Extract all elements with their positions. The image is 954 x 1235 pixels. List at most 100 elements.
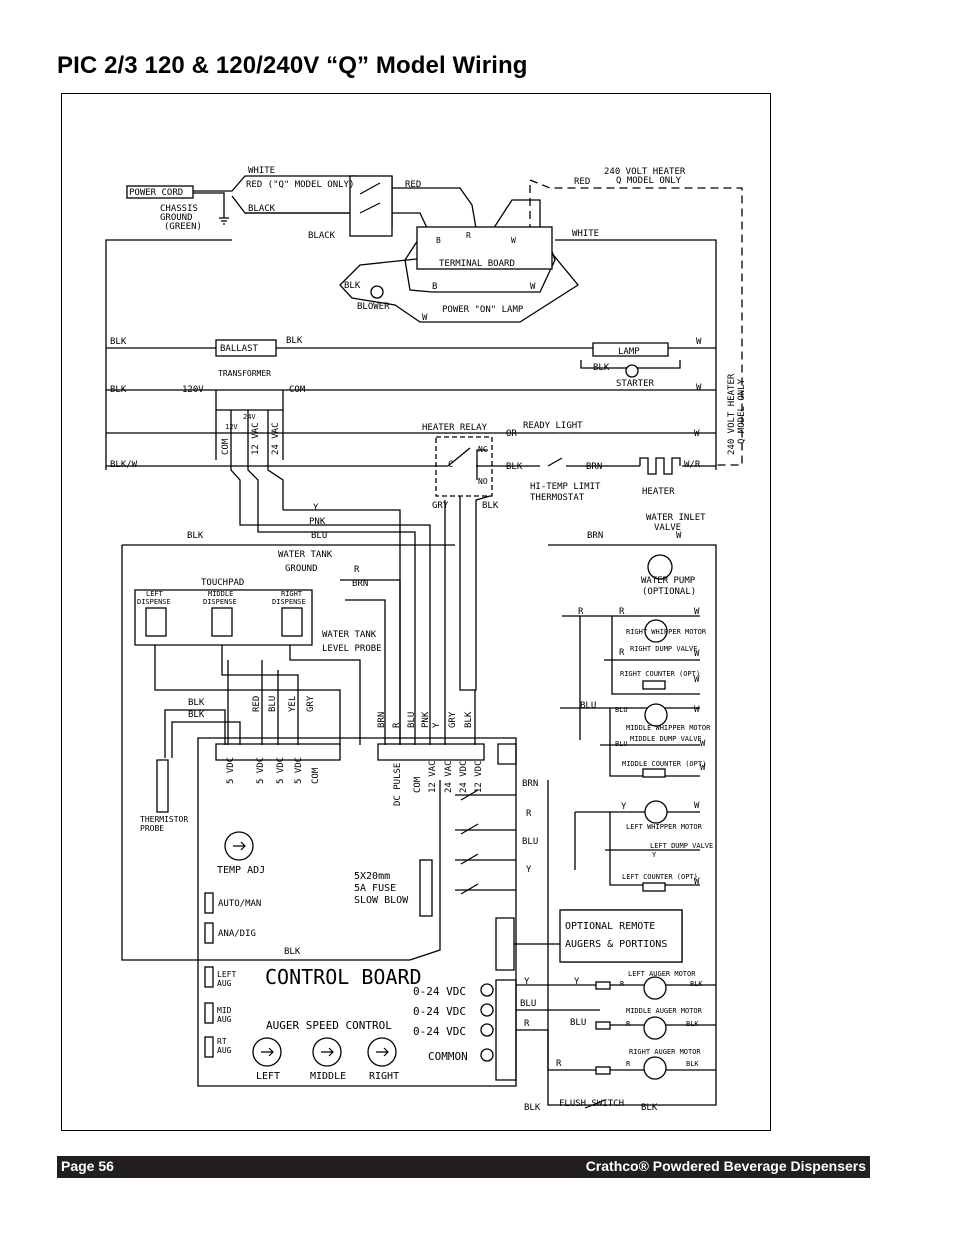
blk-label-12: BLK — [690, 980, 703, 988]
w-label-12: W — [700, 763, 706, 773]
blk-label-3: BLK — [286, 336, 303, 346]
thermistor-label-2: PROBE — [140, 824, 164, 833]
fuse-label-3: SLOW BLOW — [354, 895, 409, 906]
blu-label-4: BLU — [615, 740, 628, 748]
5vdc-label-4: 5 VDC — [294, 757, 304, 784]
control-board-label: CONTROL BOARD — [265, 965, 422, 989]
blk-vertical-label: BLK — [464, 711, 474, 728]
blk-label: BLK — [344, 281, 361, 291]
touchpad-label: TOUCHPAD — [201, 578, 244, 588]
24vac-label: 24 VAC — [271, 422, 281, 455]
com-label: COM — [289, 385, 306, 395]
w-label-2: W — [530, 282, 536, 292]
r-label-7: R — [626, 1020, 631, 1028]
black-wire-label-2: BLACK — [308, 231, 336, 241]
terminal-r-label: R — [466, 231, 471, 240]
flush-switch-label: FLUSH SWITCH — [559, 1099, 624, 1109]
hi-temp-label-1: HI-TEMP LIMIT — [530, 482, 601, 492]
ana-dig-label: ANA/DIG — [218, 929, 256, 939]
right-dump-label: RIGHT DUMP VALVE — [630, 645, 697, 653]
blu-label-7: BLU — [570, 1018, 586, 1028]
120v-label: 120V — [182, 385, 204, 395]
middle-auger-motor-label: MIDDLE AUGER MOTOR — [626, 1007, 703, 1015]
heater-240-label-2: Q MODEL ONLY — [616, 176, 682, 186]
12vdc-vertical-label: 12 VDC — [474, 760, 484, 793]
yel-vertical-label: YEL — [288, 696, 298, 712]
blk-label-5: BLK — [110, 385, 127, 395]
blu-label-2: BLU — [580, 701, 596, 711]
common-label: COMMON — [428, 1050, 468, 1063]
blu-vertical-label-2: BLU — [407, 712, 417, 728]
blu-label-5: BLU — [522, 837, 538, 847]
y-vertical-label: Y — [432, 722, 442, 728]
left-whipper-label: LEFT WHIPPER MOTOR — [626, 823, 703, 831]
water-pump-label-2: (OPTIONAL) — [642, 587, 696, 597]
blu-label: BLU — [311, 531, 327, 541]
mid-aug-label-2: AUG — [217, 1015, 232, 1024]
pnk-label: PNK — [309, 517, 326, 527]
power-cord-label: POWER CORD — [129, 188, 183, 198]
w-label-11: W — [700, 739, 706, 749]
middle-dispense-2: DISPENSE — [203, 598, 237, 606]
w-label-10: W — [694, 705, 700, 715]
left-dump-label: LEFT DUMP VALVE — [650, 842, 713, 850]
right-whipper-label: RIGHT WHIPPER MOTOR — [626, 628, 707, 636]
terminal-b-label: B — [436, 236, 441, 245]
auger-speed-control-label: AUGER SPEED CONTROL — [266, 1019, 392, 1032]
brn-label: BRN — [586, 462, 602, 472]
blk-label-9: BLK — [188, 698, 205, 708]
brn-label-3: BRN — [352, 579, 368, 589]
middle-counter-label: MIDDLE COUNTER (OPT) — [622, 760, 706, 768]
blk-label-14: BLK — [686, 1060, 699, 1068]
middle-label: MIDDLE — [310, 1071, 346, 1082]
rt-aug-label-1: RT — [217, 1037, 227, 1046]
middle-dispense-1: MIDDLE — [208, 590, 233, 598]
y-label-2: Y — [526, 865, 532, 875]
w-label-14: W — [694, 877, 700, 887]
water-tank-probe-1: WATER TANK — [322, 630, 377, 640]
y-label-5: Y — [524, 977, 530, 987]
mid-aug-label-1: MID — [217, 1006, 232, 1015]
heater-240-label-1: 240 VOLT HEATER — [604, 167, 686, 177]
or-label: OR — [506, 429, 517, 439]
blk-label-11: BLK — [284, 947, 301, 957]
heater-240-vertical-2: Q MODEL ONLY — [737, 378, 747, 444]
water-pump-label-1: WATER PUMP — [641, 576, 696, 586]
blu-vertical-label: BLU — [268, 696, 278, 712]
com-vertical-label: COM — [311, 767, 321, 784]
diagram-frame — [61, 93, 771, 1131]
chassis-ground-label-2: GROUND — [160, 213, 193, 223]
blu-label-6: BLU — [520, 999, 536, 1009]
brand-footer: Crathco® Powdered Beverage Dispensers — [585, 1158, 866, 1174]
brn-vertical-label: BRN — [377, 712, 387, 728]
right-dispense-2: DISPENSE — [272, 598, 306, 606]
12v-label: 12V — [225, 423, 238, 431]
middle-whipper-label: MIDDLE WHIPPER MOTOR — [626, 724, 711, 732]
relay-no-label: NO — [478, 477, 488, 486]
r-label-10: R — [626, 1060, 631, 1068]
w-label-6: W — [676, 531, 682, 541]
black-wire-label: BLACK — [248, 204, 276, 214]
terminal-w-label: W — [511, 236, 516, 245]
gry-vertical-label: GRY — [306, 695, 316, 712]
right-counter-label: RIGHT COUNTER (OPT) — [620, 670, 700, 678]
water-inlet-label-2: VALVE — [654, 523, 681, 533]
5vdc-label-3: 5 VDC — [276, 757, 286, 784]
b-label: B — [432, 282, 437, 292]
r-label-4: R — [619, 648, 625, 658]
transformer-label: TRANSFORMER — [218, 369, 271, 378]
relay-nc-label: NC — [478, 445, 488, 454]
dc-pulse-label: DC PULSE — [393, 763, 403, 806]
thermistor-label-1: THERMISTOR — [140, 815, 188, 824]
r-label-9: R — [556, 1059, 562, 1069]
red-wire-label: RED — [405, 180, 421, 190]
blk-label-2: BLK — [110, 337, 127, 347]
w-label-5: W — [694, 429, 700, 439]
brn-label-2: BRN — [587, 531, 603, 541]
r-label-3: R — [619, 607, 625, 617]
r-label-2: R — [578, 607, 584, 617]
starter-label: STARTER — [616, 379, 655, 389]
optional-remote-label-2: AUGERS & PORTIONS — [565, 939, 667, 950]
rt-aug-label-2: AUG — [217, 1046, 232, 1055]
0-24vdc-label-2: 0-24 VDC — [413, 1005, 466, 1018]
